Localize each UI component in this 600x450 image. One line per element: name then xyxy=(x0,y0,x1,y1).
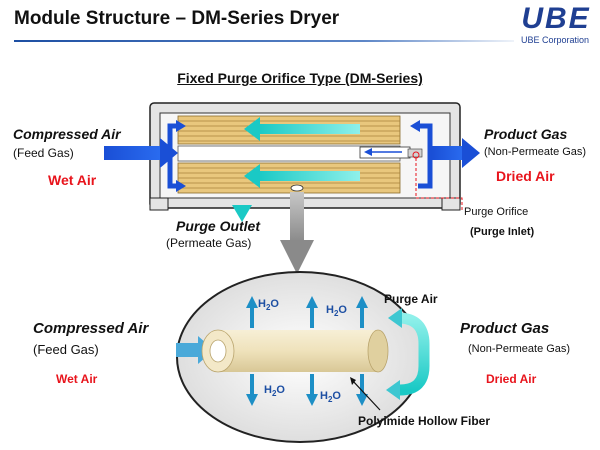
fiber-label-pointer xyxy=(351,379,381,411)
fiber-label: Polyimide Hollow Fiber xyxy=(358,414,491,428)
purge-orifice-label: Purge Orifice xyxy=(464,206,529,218)
zoom-arrow xyxy=(280,192,314,274)
ube-logo-subtext: UBE Corporation xyxy=(520,35,590,45)
water-label-top-left: H2O xyxy=(258,298,279,313)
water-permeation-arrows xyxy=(246,296,368,406)
top-outlet-sub: (Non-Permeate Gas) xyxy=(484,146,587,158)
purge-flow-arrow-upper xyxy=(244,117,360,141)
ube-logo: UBE xyxy=(521,2,591,35)
detail-inlet-state: Wet Air xyxy=(56,372,98,386)
feed-split-arrow xyxy=(167,123,178,189)
purge-outlet-label: Purge Outlet xyxy=(176,218,261,234)
detail-outlet-sub: (Non-Permeate Gas) xyxy=(468,343,571,355)
purge-outlet-port xyxy=(290,184,304,192)
detail-inlet-sub: (Feed Gas) xyxy=(33,342,99,357)
purge-air-label: Purge Air xyxy=(384,292,438,306)
purge-flow-arrow-lower xyxy=(244,164,360,188)
top-inlet-label: Compressed Air xyxy=(13,126,121,142)
title-divider xyxy=(14,40,514,42)
water-label-top-right: H2O xyxy=(326,304,347,319)
orifice-callout-line xyxy=(415,158,463,210)
purge-outlet-sub: (Permeate Gas) xyxy=(166,236,252,250)
purge-air-arrow xyxy=(386,308,430,400)
top-inlet-state: Wet Air xyxy=(48,172,97,188)
water-label-bottom-right: H2O xyxy=(320,390,341,405)
top-outlet-state: Dried Air xyxy=(496,168,555,184)
purge-orifice-sub: (Purge Inlet) xyxy=(470,226,535,238)
top-inlet-sub: (Feed Gas) xyxy=(13,146,74,160)
purge-exit-arrow xyxy=(232,129,252,222)
product-merge-arrow xyxy=(418,123,433,189)
top-outlet-label: Product Gas xyxy=(484,126,568,142)
hollow-fiber-tube xyxy=(201,329,389,373)
product-outlet-arrow xyxy=(432,138,480,168)
page-title: Module Structure – DM-Series Dryer xyxy=(14,8,340,29)
water-label-bottom-left: H2O xyxy=(264,384,285,399)
purge-orifice-fitting xyxy=(359,146,423,159)
detail-outlet-label: Product Gas xyxy=(460,320,550,337)
detail-outlet-state: Dried Air xyxy=(486,372,537,386)
detail-inlet-label: Compressed Air xyxy=(33,320,149,337)
diagram-subtitle: Fixed Purge Orifice Type (DM-Series) xyxy=(177,70,423,86)
